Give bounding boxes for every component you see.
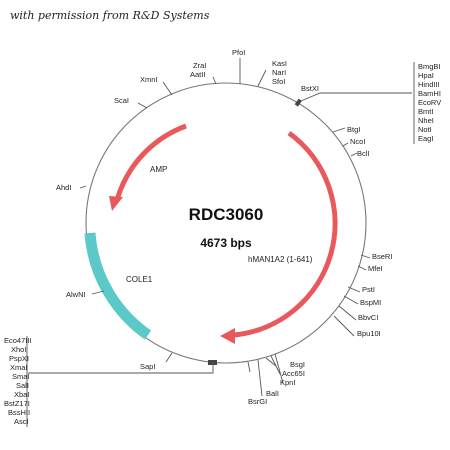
site-ahdi: AhdI <box>56 183 71 192</box>
site-noti: NotI <box>418 125 432 134</box>
mcs-marker <box>208 360 217 365</box>
site-sapi: SapI <box>140 362 155 371</box>
site-bpu10i: Bpu10I <box>357 329 381 338</box>
site-xbai: XbaI <box>14 390 29 399</box>
leader-lines <box>26 62 415 427</box>
site-xmni: XmnI <box>140 75 158 84</box>
site-bstz17i: BstZ17I <box>4 399 30 408</box>
site-asci: AscI <box>14 417 29 426</box>
site-bamhi: BamHI <box>418 89 441 98</box>
site-bsrgi: BsrGI <box>248 397 267 406</box>
bstxi-marker <box>294 98 302 107</box>
site-acc65i: Acc65I <box>282 369 305 378</box>
site-xmai: XmaI <box>10 363 28 372</box>
site-bmgbi: BmgBI <box>418 62 441 71</box>
site-nhei: NheI <box>418 116 434 125</box>
site-bcli: BclI <box>357 149 370 158</box>
site-aatii: AatII <box>190 70 205 79</box>
site-bstxi: BstXI <box>301 84 319 93</box>
insert-label: hMAN1A2 (1-641) <box>248 255 313 264</box>
site-bsshii: BssHII <box>8 408 30 417</box>
site-alwni: AlwNI <box>66 290 86 299</box>
site-kpni: KpnI <box>280 378 295 387</box>
credit-text: with permission from R&D Systems <box>10 9 210 22</box>
site-pfoi: PfoI <box>232 48 245 57</box>
site-bmti: BmtI <box>418 107 433 116</box>
site-smai: SmaI <box>12 372 30 381</box>
site-nari: NarI <box>272 68 286 77</box>
cole1-label: COLE1 <box>126 275 153 284</box>
amp-arrow <box>109 123 187 211</box>
site-xhoi: XhoI <box>11 345 26 354</box>
site-pspxi: PspXI <box>9 354 29 363</box>
site-psti: PstI <box>362 285 375 294</box>
site-ticks <box>79 58 371 397</box>
site-bseri: BseRI <box>372 252 392 261</box>
site-mfei: MfeI <box>368 264 383 273</box>
site-bali: BalI <box>266 389 279 398</box>
site-eagi: EagI <box>418 134 433 143</box>
site-bsgi: BsgI <box>290 360 305 369</box>
site-kasi: KasI <box>272 59 287 68</box>
site-hindiii: HindIII <box>418 80 440 89</box>
site-btgi: BtgI <box>347 125 360 134</box>
site-scai: ScaI <box>114 96 129 105</box>
site-eco47iii: Eco47III <box>4 336 32 345</box>
amp-label: AMP <box>150 165 167 174</box>
plasmid-size: 4673 bps <box>200 236 252 250</box>
site-ncoi: NcoI <box>350 137 365 146</box>
site-bspmi: BspMI <box>360 298 381 307</box>
site-zrai: ZraI <box>193 61 206 70</box>
cole1-segment <box>84 232 152 340</box>
site-bbvci: BbvCI <box>358 313 378 322</box>
plasmid-name: RDC3060 <box>189 205 264 224</box>
site-sali: SalI <box>16 381 29 390</box>
site-ecorv: EcoRV <box>418 98 441 107</box>
insert-arrow <box>220 130 338 344</box>
site-sfoi: SfoI <box>272 77 285 86</box>
site-hpai: HpaI <box>418 71 434 80</box>
plasmid-backbone <box>85 82 367 364</box>
